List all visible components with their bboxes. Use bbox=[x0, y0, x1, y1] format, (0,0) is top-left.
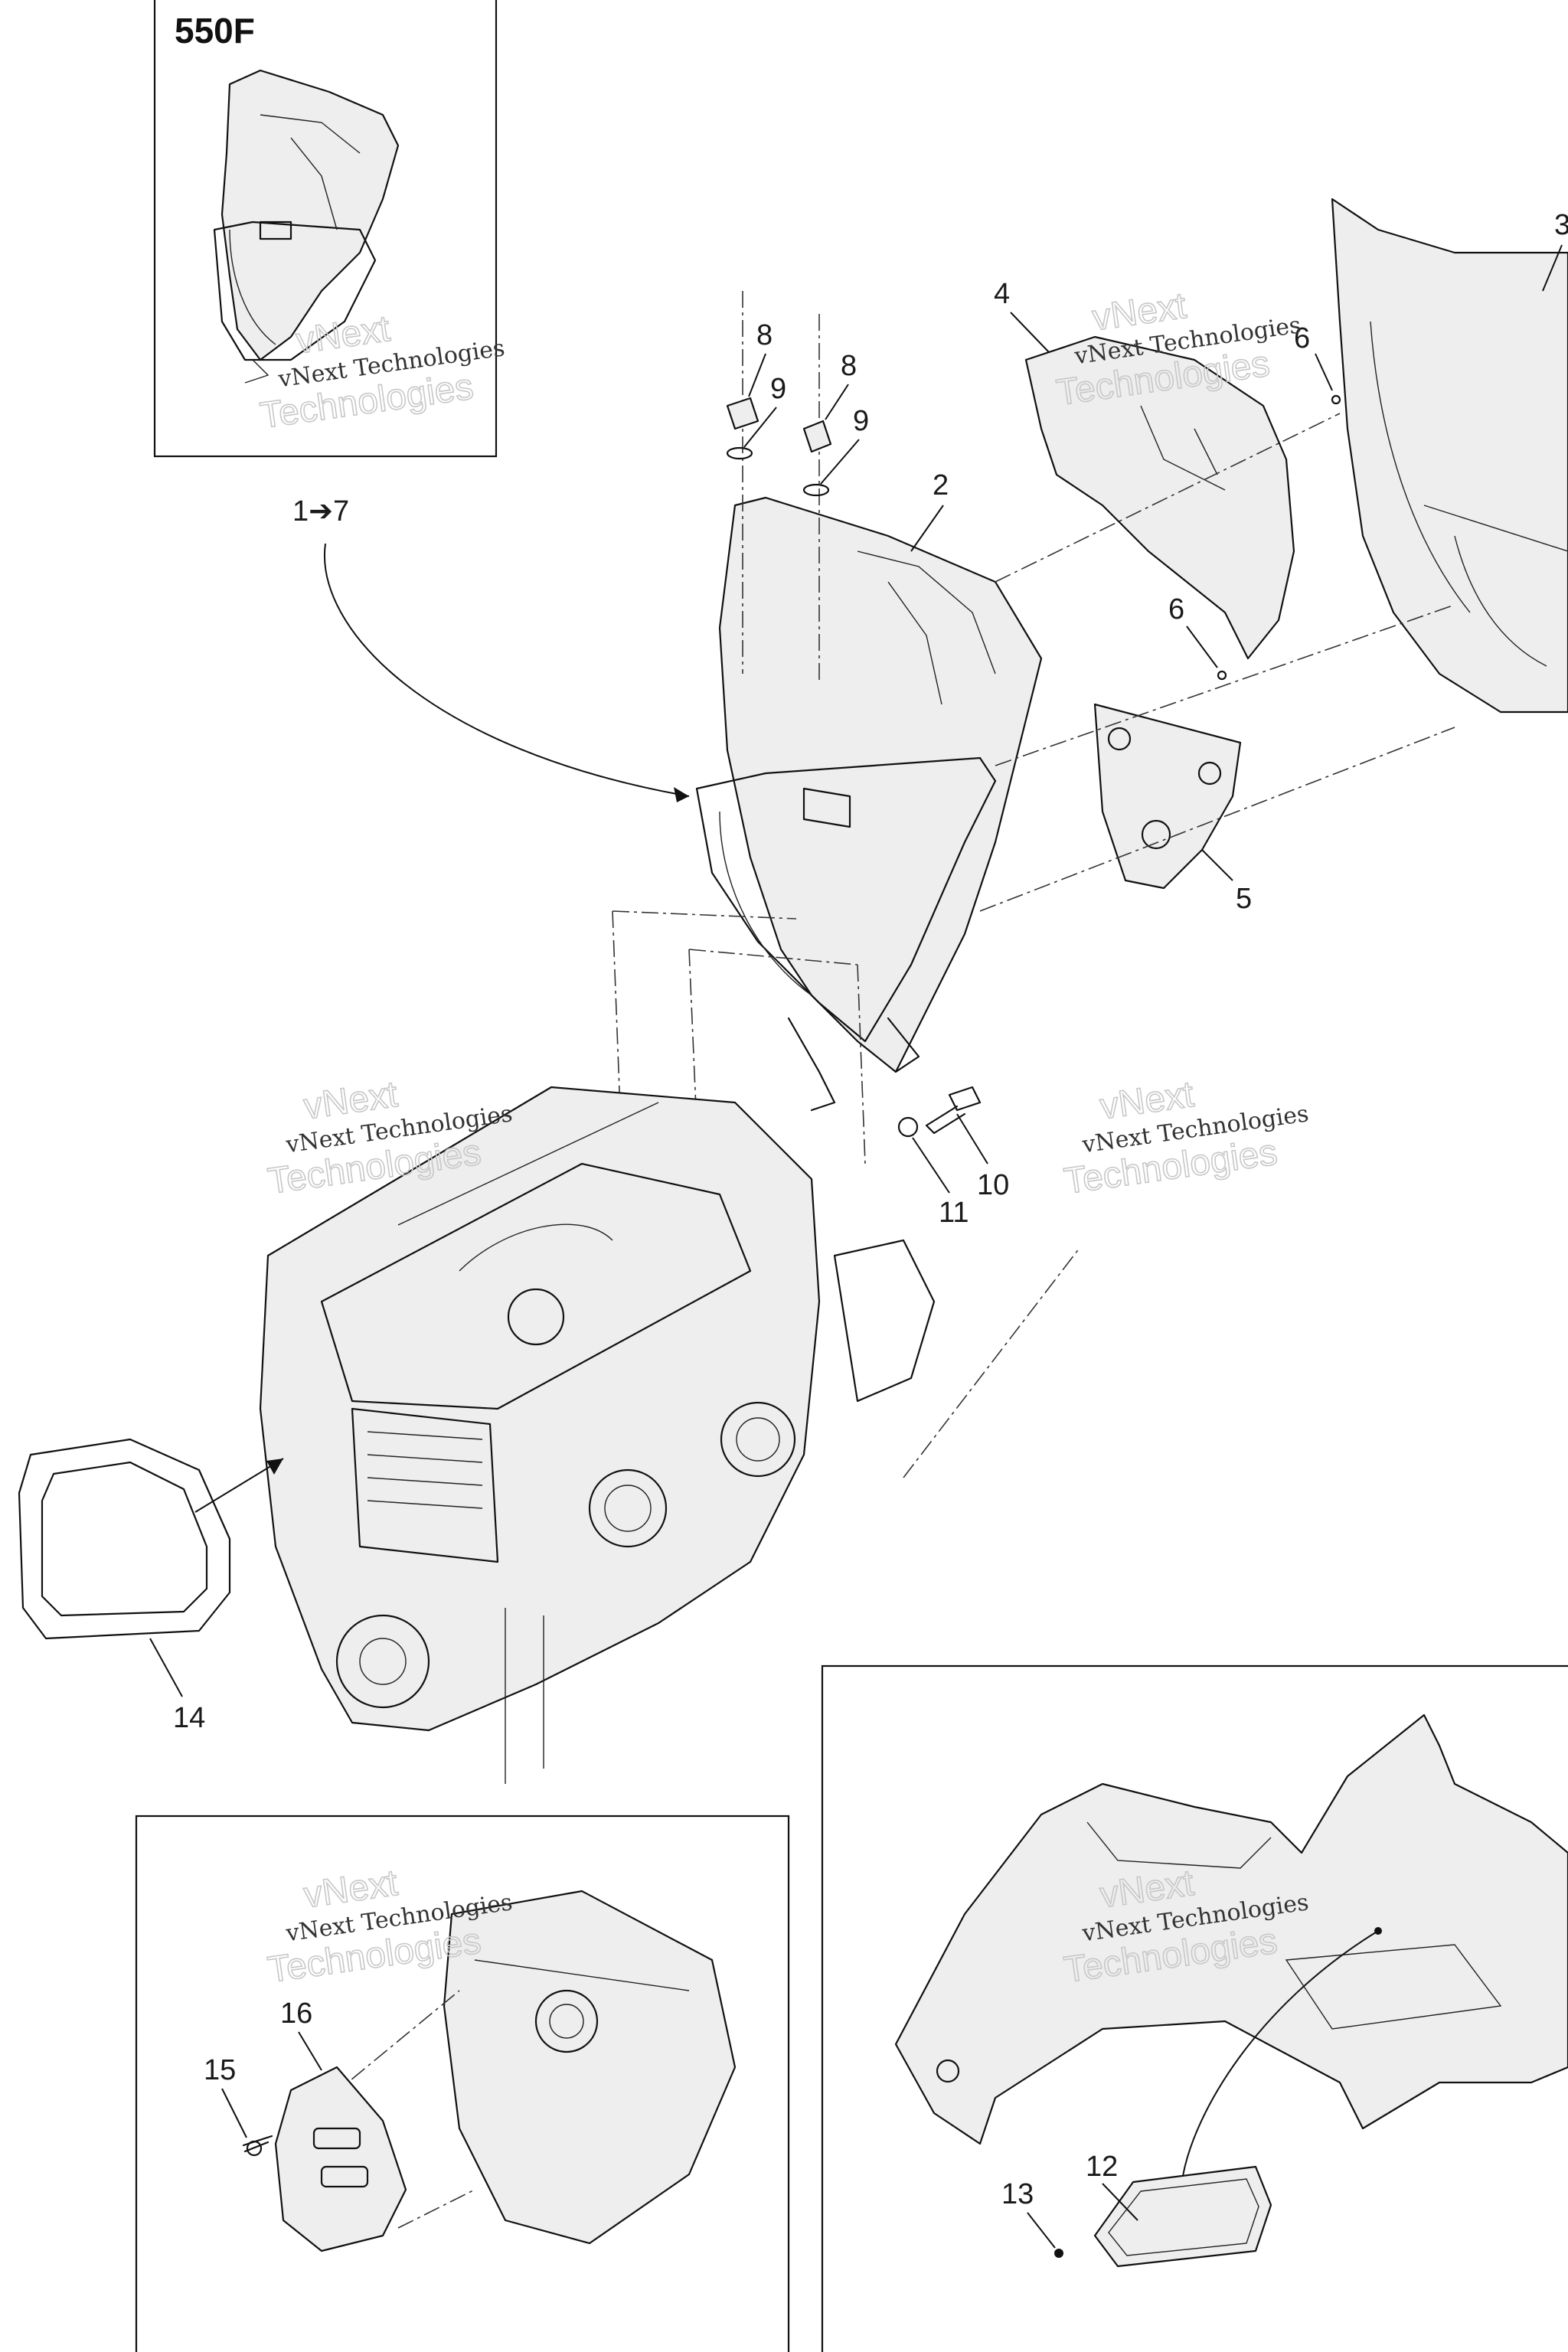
callout-8-left: 8 bbox=[756, 319, 773, 351]
inset-550f-cover-drawing bbox=[213, 69, 400, 384]
callout-14: 14 bbox=[173, 1702, 205, 1734]
inset-air-box-frame bbox=[135, 1815, 790, 2352]
callout-5: 5 bbox=[1236, 883, 1252, 915]
inset-550f-title: 550F bbox=[175, 11, 255, 51]
arrow-1-to-7 bbox=[324, 543, 690, 797]
callout-16: 16 bbox=[280, 1998, 312, 2030]
callout-12: 12 bbox=[1086, 2151, 1118, 2183]
callout-2: 2 bbox=[933, 469, 949, 501]
watermark-6: vNext vNext Technologies Technologies bbox=[1061, 1862, 1311, 1991]
callouts: 2 3 4 5 6 6 8 8 9 9 10 11 12 13 14 15 bbox=[149, 209, 1568, 2249]
inset-air-box bbox=[135, 1815, 790, 2352]
inset-hood bbox=[821, 1664, 1568, 2352]
watermark-2: vNext vNext Technologies Technologies bbox=[1054, 285, 1303, 414]
assembly-lines bbox=[612, 291, 1455, 1165]
callout-8-right: 8 bbox=[841, 350, 857, 382]
callout-13: 13 bbox=[1001, 2178, 1034, 2210]
inset-550f-frame bbox=[153, 0, 498, 458]
callout-10: 10 bbox=[977, 1169, 1009, 1201]
inset-hood-frame bbox=[821, 1664, 1568, 2352]
callout-1-to-7: 1➔7 bbox=[292, 495, 349, 528]
inset-550f: 550F bbox=[153, 0, 498, 458]
callout-11: 11 bbox=[939, 1197, 969, 1229]
fasteners-10-11 bbox=[897, 1086, 982, 1138]
callout-9-left: 9 bbox=[770, 373, 786, 405]
callout-3: 3 bbox=[1554, 209, 1568, 241]
part-2-fan-cover bbox=[695, 496, 1043, 1112]
callout-6-lower: 6 bbox=[1168, 593, 1184, 626]
callout-9-right: 9 bbox=[853, 405, 869, 437]
part-14-air-seal bbox=[18, 1438, 284, 1640]
part-5-cover-plate bbox=[1093, 703, 1242, 890]
engine-assembly bbox=[259, 1086, 1080, 1784]
callout-4: 4 bbox=[994, 278, 1010, 310]
watermark-5: vNext vNext Technologies Technologies bbox=[265, 1862, 514, 1991]
callout-6-upper: 6 bbox=[1294, 322, 1310, 354]
watermark-4: vNext vNext Technologies Technologies bbox=[1061, 1073, 1311, 1203]
arrow-1-to-7-head bbox=[674, 787, 689, 802]
part-3-belt-guard bbox=[1331, 198, 1568, 714]
fasteners-8-9 bbox=[726, 397, 832, 497]
callout-15: 15 bbox=[204, 2054, 236, 2086]
